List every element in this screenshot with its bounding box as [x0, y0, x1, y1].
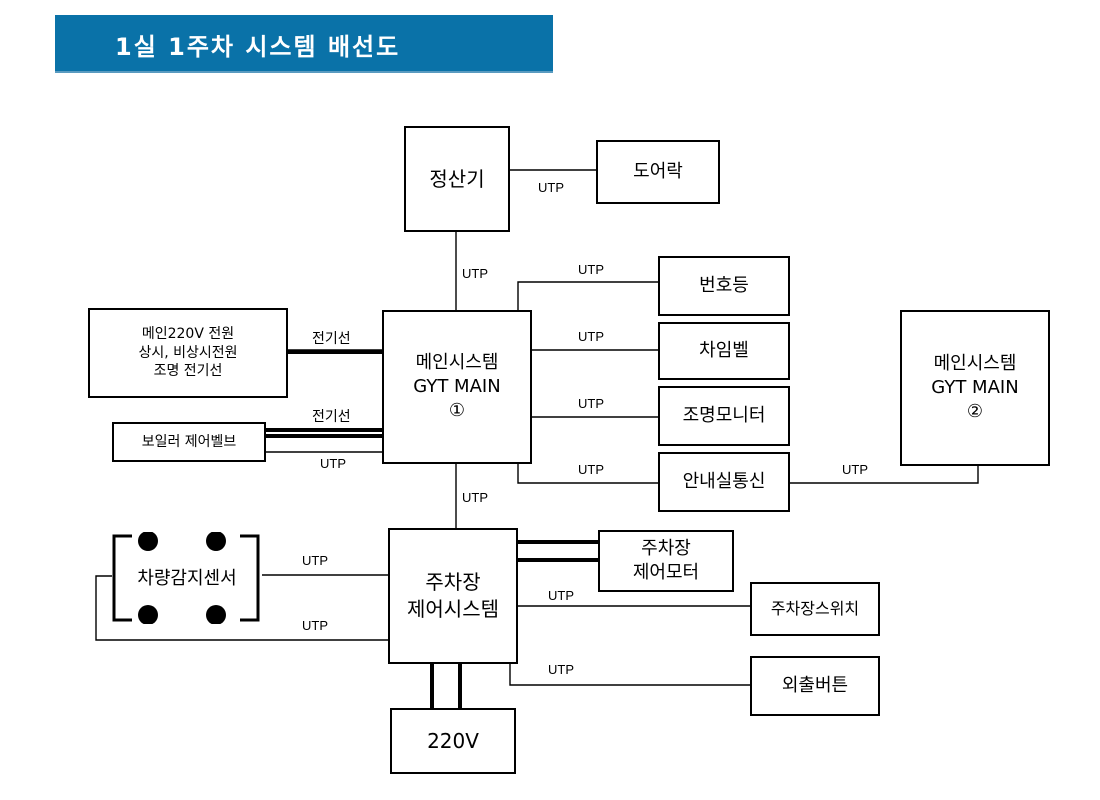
plate-light-node: 번호등	[658, 256, 790, 316]
sensor-bracket-shape	[112, 532, 260, 624]
light-monitor-node: 조명모니터	[658, 386, 790, 446]
doorlock-node: 도어락	[596, 140, 720, 204]
edge-label-utp: UTP	[320, 456, 346, 471]
edge-label-utp: UTP	[548, 662, 574, 677]
sensor-label: 차량감지센서	[137, 568, 237, 589]
main-system-1-node: 메인시스템 GYT MAIN ①	[382, 310, 532, 464]
edge-label-elec: 전기선	[312, 331, 351, 347]
edge-label-utp: UTP	[578, 262, 604, 277]
boiler-valve-node: 보일러 제어벨브	[112, 422, 266, 462]
parking-switch-node: 주차장스위치	[750, 582, 880, 636]
edge-label-utp: UTP	[578, 396, 604, 411]
edge-label-utp: UTP	[538, 180, 564, 195]
main-power-node: 메인220V 전원 상시, 비상시전원 조명 전기선	[88, 308, 288, 398]
vehicle-sensor-node: 차량감지센서	[112, 532, 262, 624]
parking-control-node: 주차장 제어시스템	[388, 528, 518, 664]
edge-label-elec: 전기선	[312, 409, 351, 425]
edge-label-utp: UTP	[302, 553, 328, 568]
edge-label-utp: UTP	[578, 462, 604, 477]
edge-label-utp: UTP	[302, 618, 328, 633]
out-button-node: 외출버튼	[750, 656, 880, 716]
main-system-2-node: 메인시스템 GYT MAIN ②	[900, 310, 1050, 466]
edge-label-utp: UTP	[462, 266, 488, 281]
diagram-title: 1실 1주차 시스템 배선도	[115, 33, 401, 61]
settlement-machine-node: 정산기	[404, 126, 510, 232]
edge-label-utp: UTP	[578, 329, 604, 344]
edge-label-utp: UTP	[842, 462, 868, 477]
power-220v-node: 220V	[390, 708, 516, 774]
edge-label-utp: UTP	[462, 490, 488, 505]
parking-motor-node: 주차장 제어모터	[598, 530, 734, 592]
edge-label-utp: UTP	[548, 588, 574, 603]
info-room-comm-node: 안내실통신	[658, 452, 790, 512]
chime-node: 차임벨	[658, 322, 790, 380]
title-banner: 1실 1주차 시스템 배선도	[55, 15, 553, 73]
